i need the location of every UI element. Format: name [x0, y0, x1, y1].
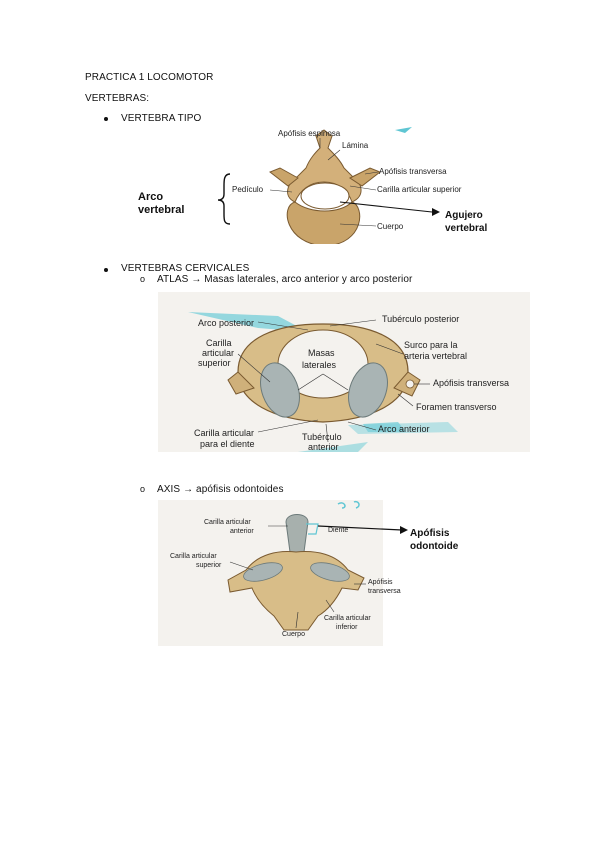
- label-anterior: anterior: [230, 528, 254, 535]
- label-agujero: Agujero: [445, 210, 483, 221]
- sub-bullet-marker: o: [140, 484, 146, 494]
- label-tuberculo-posterior: Tubérculo posterior: [382, 314, 459, 324]
- label-diente: Diente: [328, 527, 348, 534]
- vertebra-tipo-figure: Apófisis espinosa Lámina Apófisis transv…: [120, 124, 510, 244]
- label-transversa: transversa: [368, 588, 401, 595]
- label-foramen-transverso: Foramen transverso: [416, 402, 497, 412]
- label-tuberculo: Tubérculo: [302, 432, 342, 442]
- label-cuerpo: Cuerpo: [282, 631, 305, 638]
- label-odontoides: odontoides: [410, 541, 458, 552]
- label-apofisis-transversa: Apófisis: [368, 579, 393, 586]
- sub-bullet-atlas: ATLAS → Masas laterales, arco anterior y…: [157, 274, 413, 285]
- label-apofisis: Apófisis: [410, 528, 450, 539]
- sub-bullet-marker: o: [140, 274, 146, 284]
- document-title: PRACTICA 1 LOCOMOTOR: [85, 72, 214, 83]
- label-laterales: laterales: [302, 360, 337, 370]
- label-agujero-vertebral: vertebral: [445, 223, 487, 234]
- label-carilla-articular: articular: [202, 348, 234, 358]
- label-pediculo: Pedículo: [232, 185, 264, 194]
- label-superior: superior: [196, 562, 222, 569]
- atlas-figure: Arco posterior Tubérculo posterior Caril…: [158, 292, 530, 452]
- label-cuerpo: Cuerpo: [377, 222, 404, 231]
- label-para-el-diente: para el diente: [200, 439, 255, 449]
- label-carilla-articular-superior: Carilla articular superior: [377, 185, 462, 194]
- label-carilla-articular-superior: Carilla articular: [170, 553, 217, 560]
- axis-figure: Carilla articular anterior Diente Apófis…: [158, 500, 458, 646]
- label-inferior: inferior: [336, 624, 358, 631]
- label-carilla-articular-inferior: Carilla articular: [324, 615, 371, 622]
- label-carilla: Carilla: [206, 338, 232, 348]
- bullet-dot: [104, 268, 108, 272]
- label-tuberculo-anterior: anterior: [308, 442, 339, 452]
- bullet-vertebras-cervicales: VERTEBRAS CERVICALES: [121, 263, 250, 274]
- label-apofisis-transversa: Apófisis transversa: [433, 378, 509, 388]
- label-lamina: Lámina: [342, 141, 369, 150]
- label-vertebral: vertebral: [138, 204, 184, 216]
- label-carilla-articular-anterior: Carilla articular: [204, 519, 251, 526]
- label-masas: Masas: [308, 348, 335, 358]
- sub-bullet-axis: AXIS → apófisis odontoides: [157, 484, 284, 495]
- section-heading: VERTEBRAS:: [85, 93, 150, 104]
- label-apofisis-transversa: Apófisis transversa: [379, 167, 447, 176]
- label-arteria-vertebral: arteria vertebral: [404, 351, 467, 361]
- label-carilla-articular-diente: Carilla articular: [194, 428, 254, 438]
- bullet-dot: [104, 117, 108, 121]
- bullet-vertebra-tipo: VERTEBRA TIPO: [121, 113, 202, 124]
- label-arco: Arco: [138, 191, 163, 203]
- label-carilla-superior: superior: [198, 358, 231, 368]
- label-arco-posterior: Arco posterior: [198, 318, 254, 328]
- label-apofisis-espinosa: Apófisis espinosa: [278, 129, 341, 138]
- label-surco: Surco para la: [404, 340, 458, 350]
- label-arco-anterior: Arco anterior: [378, 424, 430, 434]
